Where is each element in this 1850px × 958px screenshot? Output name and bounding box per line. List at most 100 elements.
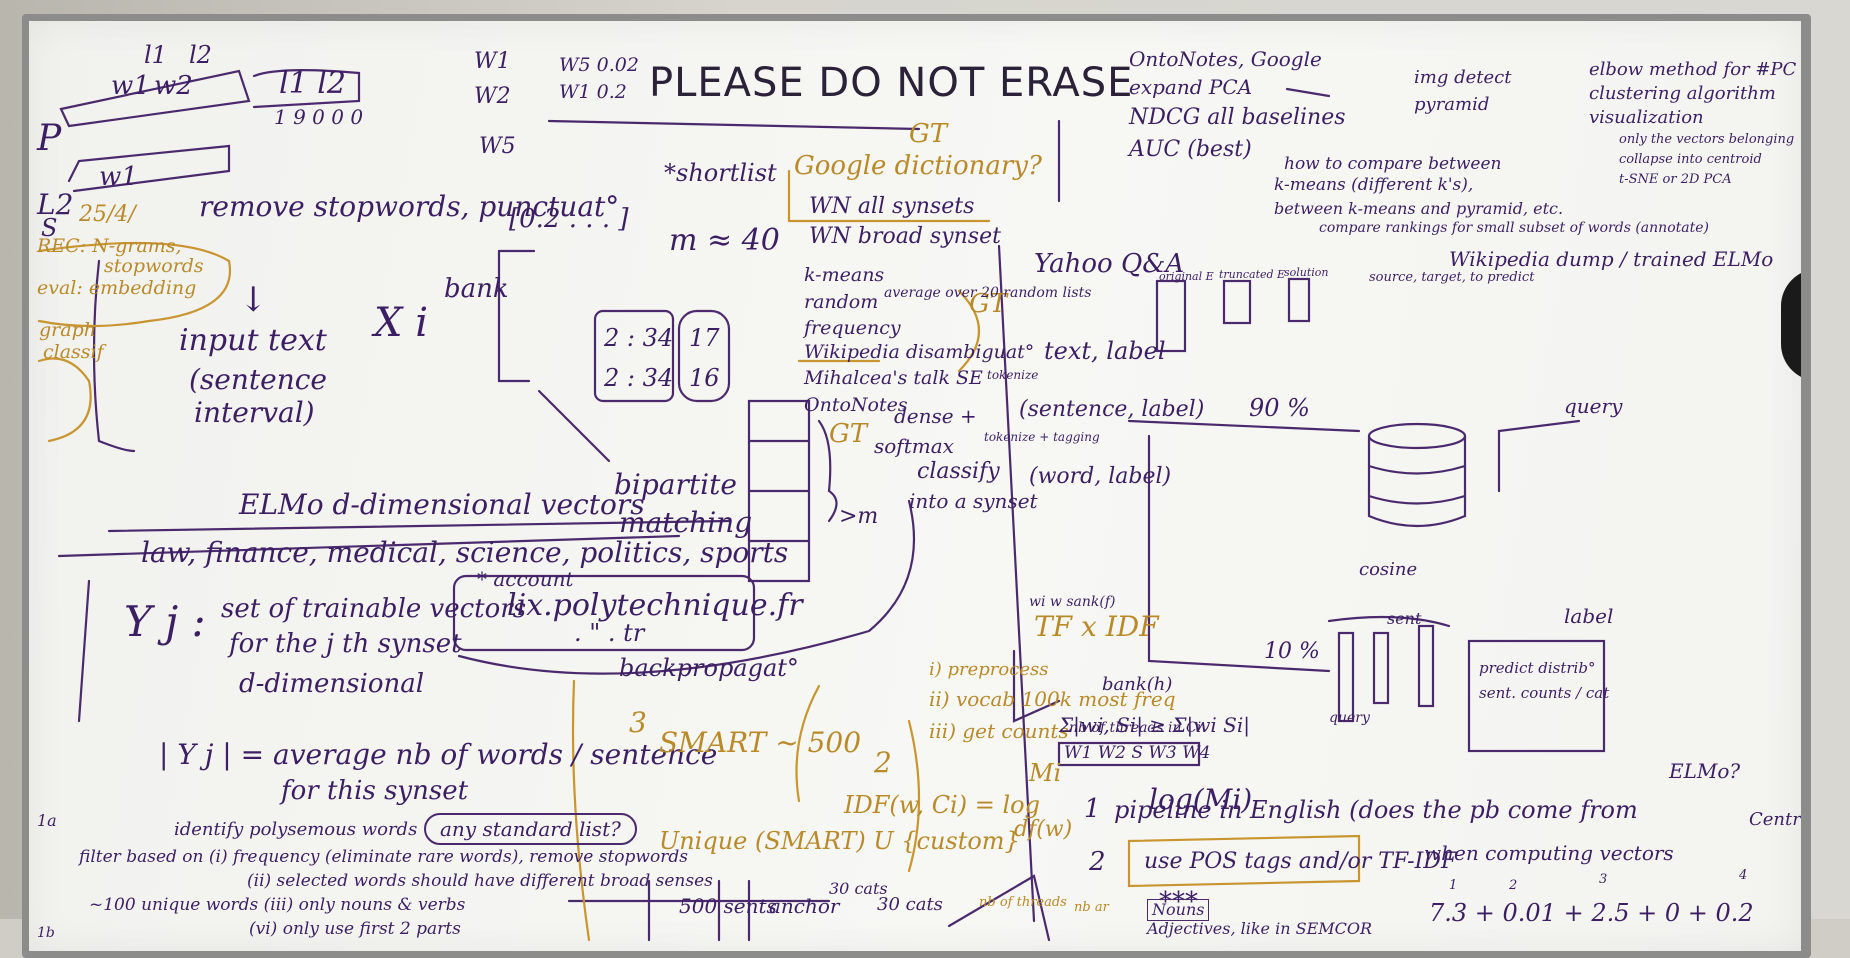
sum-idx-1: 1	[1449, 878, 1458, 893]
w-col-1: W1	[474, 49, 511, 74]
gt-label-1: GT	[909, 119, 948, 149]
stars-label: ***	[1159, 887, 1198, 917]
sum-idx-2: 2	[1509, 878, 1518, 893]
ratio-2: 2 : 34	[604, 364, 674, 392]
table-500-sents: 500 sents	[679, 894, 777, 918]
bullet-ontonotes: OntoNotes	[804, 394, 908, 416]
wn-all-synsets: WN all synsets	[809, 194, 975, 219]
ratio-3: 17	[689, 324, 720, 352]
remove-stopwords-note: remove stopwords, punctuat°	[199, 190, 620, 223]
for-this-synset: for this synset	[281, 776, 469, 806]
adjectives-note: Adjectives, like in SEMCOR	[1147, 919, 1373, 938]
into-synset-label: into a synset	[909, 489, 1038, 513]
top-list-3: NDCG all baselines	[1129, 105, 1346, 130]
unique-smart: Unique (SMART) U {custom}	[659, 827, 1020, 855]
tagging-note: tokenize + tagging	[984, 430, 1100, 444]
s-label: S	[41, 214, 58, 242]
orange-note-1: REC: N-grams,	[37, 235, 182, 257]
l1-l2-circle: l1 l2	[279, 66, 346, 101]
any-standard-list: any standard list?	[424, 813, 637, 845]
elmo-question: ELMo?	[1669, 759, 1741, 783]
magnet	[1781, 269, 1801, 381]
m-approx: m ≈ 40	[669, 223, 780, 258]
classify-label: classify	[917, 459, 1000, 484]
input-text-label: input text	[179, 323, 327, 358]
bullet-mihalcea: Mihalcea's talk SE	[804, 367, 983, 389]
filter-note: filter based on (i) frequency (eliminate…	[79, 847, 688, 867]
nouns-box: Nouns	[1147, 899, 1210, 921]
idf-formula: IDF(w, Ci) = log	[844, 791, 1040, 819]
matching-label: matching	[619, 506, 753, 539]
w-col-3: W5	[479, 134, 516, 159]
first-parts-note: (vi) only use first 2 parts	[249, 919, 461, 939]
step-two: 2	[1089, 847, 1106, 877]
centroid-label: Centroid	[1749, 809, 1811, 830]
shortlist-label: *shortlist	[664, 159, 777, 187]
label-1a: 1a	[37, 811, 57, 830]
vector-label: [0.2 . . . ]	[509, 204, 629, 234]
yj-label: Y j :	[124, 597, 206, 646]
counts-step: iii) get counts	[929, 719, 1069, 743]
orange-note-2: stopwords	[104, 255, 204, 277]
gt-label-3: GT	[829, 419, 868, 449]
far-right-item-3: visualization	[1589, 107, 1704, 128]
avg-words-label: | Y j | = average nb of words / sentence	[159, 738, 718, 771]
compare-1: how to compare between	[1284, 154, 1502, 174]
orange-note-4: graph	[39, 319, 96, 341]
bank-h: bank(h)	[1102, 674, 1173, 695]
bipartite-label: bipartite	[614, 468, 737, 501]
table-30-cats-1: 30 cats	[829, 879, 888, 898]
tfidf-label: TF x IDF	[1034, 610, 1159, 643]
num-three: 3	[629, 706, 647, 739]
top-list-4: AUC (best)	[1129, 137, 1252, 162]
pipeline-label: pipeline in English (does the pb come fr…	[1114, 796, 1638, 824]
idf-numerator: Mi	[1029, 759, 1062, 787]
tokenize-note: tokenize	[987, 368, 1039, 382]
gt-label-2: GT	[969, 289, 1008, 319]
sum-idx-4: 4	[1739, 868, 1748, 883]
pct-10: 10 %	[1264, 639, 1320, 664]
query-label-top: query	[1564, 394, 1623, 418]
w2-label: w2	[154, 71, 193, 101]
nb-threads-note: nb of threads in Ci	[1069, 720, 1202, 736]
img-detect: img detect	[1414, 67, 1512, 88]
backprop-label: backpropagat°	[619, 654, 799, 682]
vocab-step: ii) vocab 100k most freq	[929, 687, 1176, 711]
dense-label: dense +	[894, 404, 977, 428]
set-of-vectors-1: set of trainable vectors	[221, 594, 527, 624]
marker-strokes	[37, 69, 1606, 942]
xi-label: X i	[374, 300, 428, 346]
p-label: P	[37, 118, 62, 159]
domains-label: law, finance, medical, science, politics…	[141, 536, 789, 569]
softmax-label: softmax	[874, 434, 954, 458]
w1-box-label: w1	[99, 162, 138, 192]
interval-label: interval)	[194, 396, 315, 429]
preprocess-step: i) preprocess	[929, 659, 1049, 680]
w-weight-1: W5 0.02	[559, 54, 639, 76]
bullet-wikipedia: Wikipedia disambiguat°	[804, 341, 1035, 363]
log-mi: log(Mi)	[1149, 783, 1253, 816]
sum-idx-3: 3	[1599, 872, 1608, 887]
yahoo-label: Yahoo Q&A	[1034, 249, 1185, 279]
nb-ar: nb ar	[1074, 900, 1109, 915]
far-right-item-1: elbow method for #PC and k	[1589, 59, 1801, 80]
l1-label: l1	[144, 41, 167, 69]
text-label: text, label	[1044, 337, 1166, 365]
gt-m-label: >m	[839, 504, 879, 529]
smart-label: SMART ~ 500	[659, 726, 862, 759]
bank-label: bank	[444, 274, 509, 304]
w-col-2: W2	[474, 84, 511, 109]
label-1b: 1b	[37, 925, 55, 941]
orange-note-3: eval: embedding	[37, 277, 197, 299]
pct-90: 90 %	[1249, 394, 1310, 422]
predict-distrib: predict distrib°	[1479, 659, 1596, 677]
lix-tr: . " . tr	[574, 619, 645, 647]
num-two: 2	[874, 746, 892, 779]
sentence-label-pair: (sentence, label)	[1019, 397, 1205, 422]
unique-words-note: ~100 unique words (iii) only nouns & ver…	[89, 895, 466, 915]
page-title: PLEASE DO NOT ERASE	[649, 60, 1134, 106]
lix-domain: lix.polytechnique.fr	[507, 588, 803, 623]
date-label: 25/4/	[79, 202, 136, 227]
table-anchor: anchor	[769, 894, 840, 918]
whiteboard: w1 w2 l1 l2 l1 l2 1 9 0 0 0 P L2 S w1 25…	[22, 14, 1811, 958]
